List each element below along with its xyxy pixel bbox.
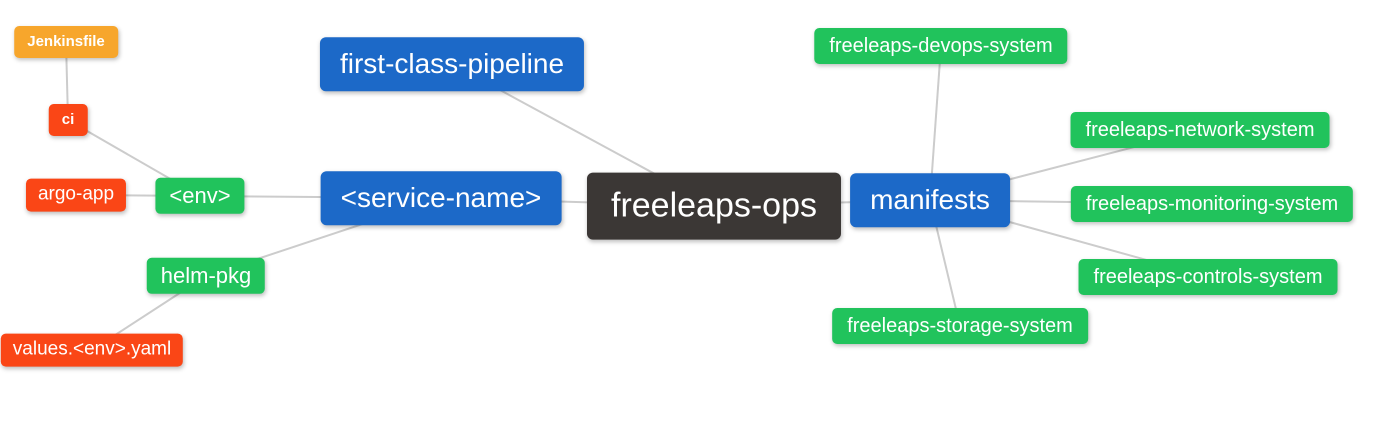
node-manifests[interactable]: manifests: [850, 173, 1010, 227]
node-service-name[interactable]: <service-name>: [320, 171, 562, 225]
node-freeleaps-controls-system[interactable]: freeleaps-controls-system: [1078, 259, 1338, 295]
node-argo-app[interactable]: argo-app: [25, 178, 127, 212]
node-values-env-yaml[interactable]: values.<env>.yaml: [0, 333, 184, 367]
node-freeleaps-ops[interactable]: freeleaps-ops: [586, 172, 842, 240]
node-first-class-pipeline[interactable]: first-class-pipeline: [319, 37, 585, 91]
node-ci[interactable]: ci: [48, 104, 88, 136]
node-helm-pkg[interactable]: helm-pkg: [146, 257, 266, 295]
node-jenkinsfile[interactable]: Jenkinsfile: [14, 26, 118, 58]
node-freeleaps-network-system[interactable]: freeleaps-network-system: [1070, 112, 1330, 148]
node-env[interactable]: <env>: [155, 177, 245, 215]
node-freeleaps-monitoring-system[interactable]: freeleaps-monitoring-system: [1070, 186, 1354, 222]
node-freeleaps-devops-system[interactable]: freeleaps-devops-system: [814, 28, 1068, 64]
node-freeleaps-storage-system[interactable]: freeleaps-storage-system: [832, 308, 1088, 344]
